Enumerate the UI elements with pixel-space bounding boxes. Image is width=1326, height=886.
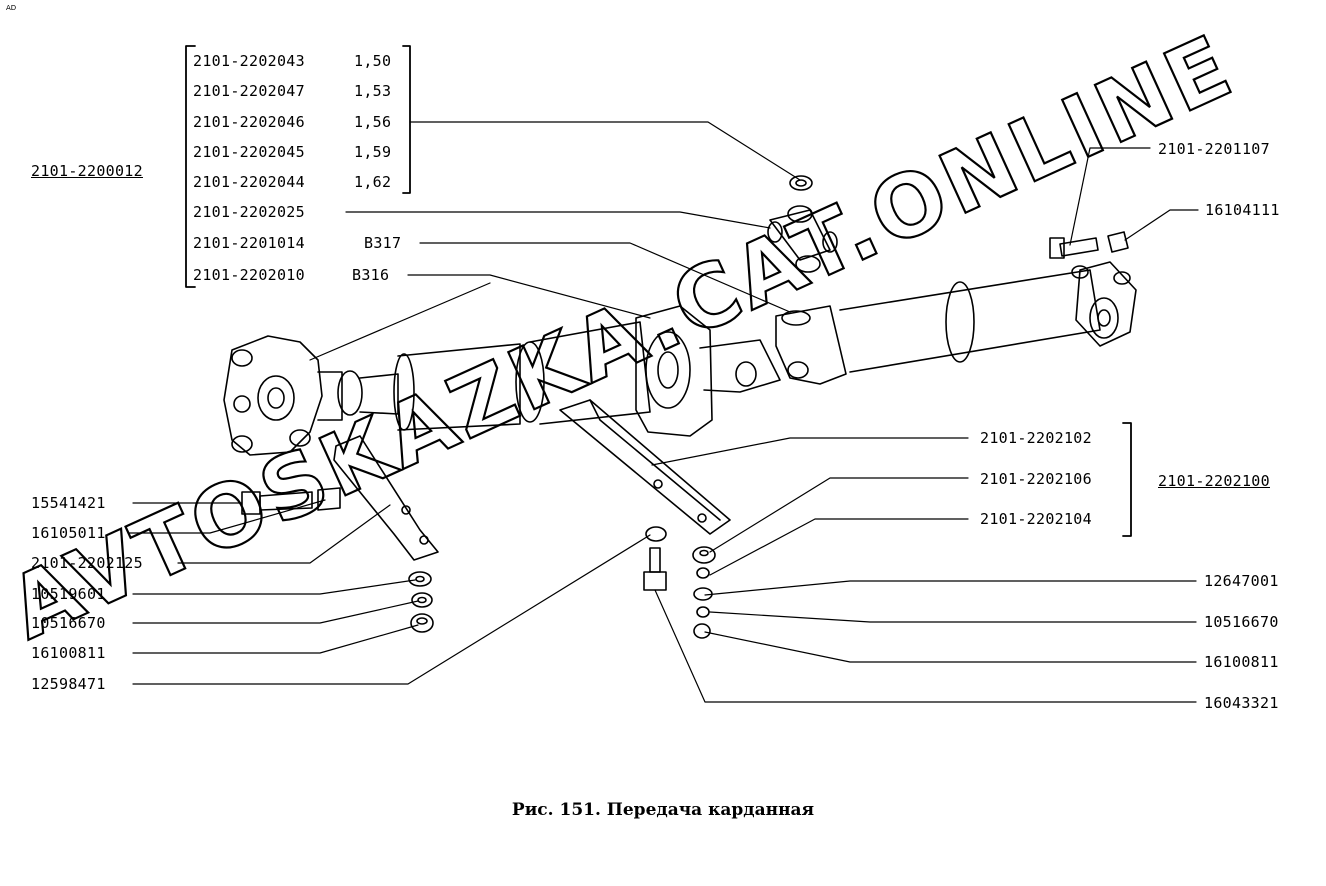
left-support-bracket	[333, 435, 439, 561]
right-part-number: 16043321	[1204, 694, 1279, 712]
leader-2202102	[651, 437, 969, 466]
bracket-part-spec: 1,62	[354, 173, 392, 191]
bolt-left	[241, 487, 341, 515]
corner-mark: AD	[6, 4, 17, 12]
bracket-part-spec: 1,59	[354, 143, 392, 161]
bracket-part-number: 2101-2202044	[193, 173, 305, 191]
leader-2202125	[177, 504, 391, 564]
bracket-part-number: 2101-2202043	[193, 52, 305, 70]
bracket-part-spec: B316	[352, 266, 390, 284]
washer-r4	[696, 606, 710, 618]
right-part-number: 16100811	[1204, 653, 1279, 671]
nut-l3	[410, 613, 434, 633]
leader-10519601	[132, 579, 416, 595]
leader-16100811-l	[132, 624, 419, 654]
left-bracket	[185, 45, 196, 288]
bracket-part-number: 2101-2202010	[193, 266, 305, 284]
left-part-number: 16105011	[31, 524, 106, 542]
washer-l2	[411, 592, 433, 608]
support-bracket	[559, 399, 731, 535]
left-part-number: 12598471	[31, 675, 106, 693]
leader-12647001	[704, 580, 1197, 596]
leader-2202104	[709, 518, 969, 576]
elastic-coupling	[223, 335, 399, 456]
right-bracket	[1122, 422, 1132, 537]
shim-washer	[789, 175, 813, 191]
front-shaft	[393, 321, 651, 431]
leader-spider	[345, 211, 771, 229]
leader-16100811-r	[704, 631, 1197, 663]
washer-r2	[696, 567, 710, 579]
rear-shaft	[839, 261, 1137, 373]
nut-r5	[693, 623, 711, 639]
cardan-spider	[767, 205, 838, 273]
leader-yoke-rear	[419, 242, 791, 313]
leader-16105011	[127, 499, 326, 534]
left-part-number: 2101-2202125	[31, 554, 143, 572]
intermediate-support	[635, 305, 781, 437]
washer-r3	[693, 587, 713, 601]
leader-16043321	[654, 589, 1197, 703]
leader-10516670-r	[709, 611, 1197, 623]
bracket-part-number: 2101-2202046	[193, 113, 305, 131]
support-part-number: 2101-2202104	[980, 510, 1092, 528]
leader-2202106	[709, 477, 969, 553]
leader-16104111	[1124, 209, 1199, 241]
bracket-part-spec: 1,53	[354, 82, 392, 100]
bracket-part-number: 2101-2202047	[193, 82, 305, 100]
label-support-assembly: 2101-2202100	[1158, 472, 1270, 490]
leader-2201107	[1069, 147, 1151, 246]
left-part-number: 10519601	[31, 585, 106, 603]
leader-coupling	[309, 282, 491, 361]
leader-shims	[409, 121, 801, 181]
label-16104111: 16104111	[1205, 201, 1280, 219]
bracket-part-spec: B317	[364, 234, 402, 252]
bracket-part-spec: 1,56	[354, 113, 392, 131]
leader-12598471	[132, 534, 651, 685]
label-2201107: 2101-2201107	[1158, 140, 1270, 158]
right-part-number: 10516670	[1204, 613, 1279, 631]
support-part-number: 2101-2202106	[980, 470, 1092, 488]
shim-bracket	[402, 45, 411, 194]
leader-10516670-l	[132, 600, 419, 624]
bolt-top-right	[1049, 231, 1129, 259]
washer-r1	[692, 546, 716, 564]
right-part-number: 12647001	[1204, 572, 1279, 590]
washer-l1	[408, 571, 432, 587]
leader-front-shaft	[407, 274, 651, 319]
figure-caption: Рис. 151. Передача карданная	[511, 800, 815, 820]
bracket-part-number: 2101-2202045	[193, 143, 305, 161]
left-part-number: 16100811	[31, 644, 106, 662]
label-shaft-assembly: 2101-2200012	[31, 162, 143, 180]
center-bolt	[643, 526, 667, 591]
left-part-number: 10516670	[31, 614, 106, 632]
rear-yoke	[775, 305, 847, 385]
bracket-part-number: 2101-2201014	[193, 234, 305, 252]
support-part-number: 2101-2202102	[980, 429, 1092, 447]
bracket-part-spec: 1,50	[354, 52, 392, 70]
left-part-number: 15541421	[31, 494, 106, 512]
bracket-part-number: 2101-2202025	[193, 203, 305, 221]
